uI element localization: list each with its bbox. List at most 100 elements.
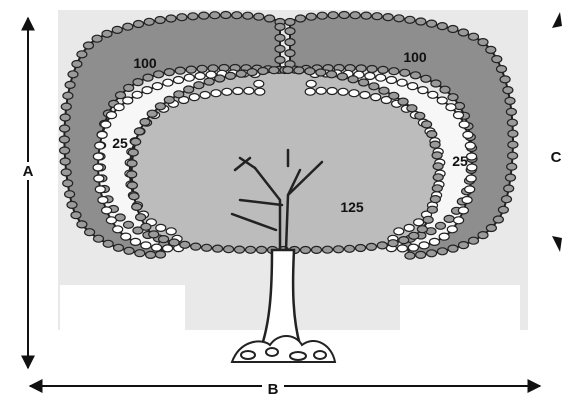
leaf-mark [134,128,144,135]
leaf-mark [101,121,111,128]
leaf-mark [131,238,141,245]
leaf-mark [258,68,268,75]
leaf-mark [427,20,437,27]
leaf-mark [328,12,338,19]
leaf-mark [439,233,449,240]
leaf-mark [106,217,116,224]
leaf-mark [334,246,344,253]
leaf-mark [502,196,512,203]
leaf-mark [339,12,349,19]
leaf-mark [356,245,366,252]
leaf-mark [129,193,139,200]
leaf-mark [94,235,104,242]
leaf-mark [102,30,112,37]
leaf-mark [94,175,104,182]
leaf-mark [377,242,387,249]
leaf-mark [59,136,69,143]
leaf-mark [233,88,243,95]
leaf-mark [427,250,437,257]
leaf-mark [61,169,71,176]
leaf-mark [305,68,315,75]
leaf-mark [164,96,174,103]
leaf-mark [459,121,469,128]
leaf-mark [180,241,190,248]
leaf-mark [327,88,337,95]
leaf-mark [467,153,477,160]
leaf-mark [211,90,221,97]
leaf-mark [132,203,142,210]
leaf-mark [500,76,510,83]
leaf-mark [134,21,144,28]
leaf-mark [409,232,419,239]
leaf-mark [155,103,165,110]
leaf-mark [422,121,432,128]
leaf-mark [437,97,447,104]
leaf-mark [127,182,137,189]
leaf-mark [189,94,199,101]
leaf-mark [146,251,156,258]
leaf-mark [486,225,496,232]
leaf-mark [169,239,179,246]
leaf-mark [123,23,133,30]
leaf-mark [210,12,220,19]
zone-label-outer-right: 100 [403,49,427,65]
leaf-mark [411,72,421,79]
leaf-mark [459,242,469,249]
leaf-mark [430,141,440,148]
leaf-mark [448,245,458,252]
leaf-mark [235,246,245,253]
leaf-mark [427,206,437,213]
leaf-mark [433,174,443,181]
leaf-mark [154,71,164,78]
leaf-mark [164,69,174,76]
leaf-mark [77,51,87,58]
leaf-mark [448,94,458,101]
leaf-mark [265,15,275,22]
leaf-mark [152,244,162,251]
leaf-mark [114,104,124,111]
leaf-mark [478,39,488,46]
leaf-mark [132,91,142,98]
leaf-mark [123,97,133,104]
leaf-mark [423,216,433,223]
leaf-mark [202,244,212,251]
leaf-mark [498,206,508,213]
leaf-mark [378,66,388,73]
leaf-mark [415,112,425,119]
leaf-mark [431,80,441,87]
leaf-mark [175,67,185,74]
leaf-mark [312,246,322,253]
leaf-mark [200,92,210,99]
leaf-mark [416,251,426,258]
leaf-mark [275,45,285,52]
leaf-mark [97,131,107,138]
leaf-mark [507,163,517,170]
leaf-mark [466,175,476,182]
leaf-mark [376,74,386,81]
leaf-mark [365,73,375,80]
leaf-mark [257,246,267,253]
leaf-mark [507,119,517,126]
leaf-mark [408,244,418,251]
leaf-mark [166,15,176,22]
leaf-mark [506,108,516,115]
leaf-mark [95,142,105,149]
leaf-mark [469,33,479,40]
leaf-mark [222,88,232,95]
leaf-mark [408,83,418,90]
zone-label-inner: 125 [340,199,364,215]
leaf-mark [428,91,438,98]
leaf-mark [448,26,458,33]
leaf-mark [135,250,145,257]
leaf-mark [236,70,246,77]
leaf-mark [199,12,209,19]
leaf-mark [92,35,102,42]
leaf-mark [383,14,393,21]
leaf-mark [360,92,370,99]
leaf-mark [419,242,429,249]
leaf-mark [152,83,162,90]
leaf-mark [65,81,75,88]
dimension-b-label: B [268,381,279,396]
leaf-mark [458,207,468,214]
leaf-mark [437,248,447,255]
